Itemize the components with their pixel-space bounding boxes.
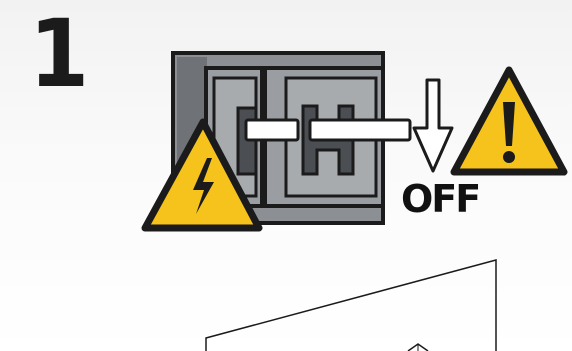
down-arrow-icon xyxy=(412,78,454,173)
exclamation-warning-icon xyxy=(450,66,568,176)
off-label: OFF xyxy=(401,177,481,221)
electrical-hazard-icon xyxy=(141,118,263,232)
partial-wall-sketch xyxy=(205,259,497,351)
step-number: 1 xyxy=(29,0,89,109)
